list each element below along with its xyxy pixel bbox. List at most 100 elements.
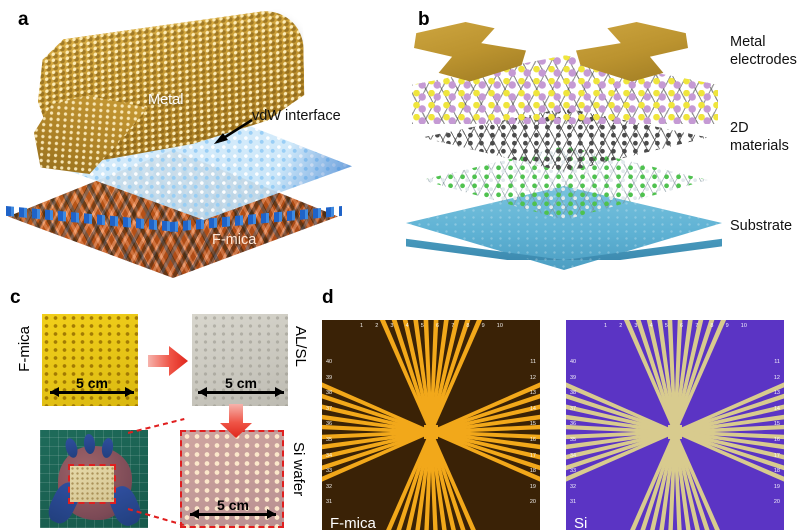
scalebar-si-wafer: 5 cm [190, 497, 276, 522]
pad-number: 13 [529, 390, 536, 397]
2d-materials-label: 2D materials [730, 120, 789, 155]
pad-number: 31 [570, 499, 577, 506]
scalebar-line [190, 509, 276, 519]
pad-number: 5 [664, 323, 668, 329]
pad-number: 39 [326, 374, 333, 381]
process-arrow-right-icon [148, 346, 188, 376]
pad-number: 11 [530, 359, 536, 365]
pad-number: 18 [773, 468, 780, 475]
device-name-si: Si [574, 515, 588, 530]
pad-number: 16 [529, 437, 536, 443]
pad-number: 4 [405, 323, 409, 329]
f-mica-label: F-mica [212, 232, 257, 248]
pad-number: 15 [773, 421, 780, 428]
pad-number: 13 [773, 390, 780, 397]
scalebar-text: 5 cm [225, 375, 257, 391]
metal-electrodes-label-line2: electrodes [730, 51, 797, 68]
pad-number: 3 [390, 323, 394, 329]
electrode-fan-si [566, 320, 784, 530]
vdw-interface-label: vdW interface [252, 108, 341, 124]
panel-b: b Metal electrodes 2D materials Substrat… [400, 0, 800, 282]
pad-number: 34 [570, 452, 577, 459]
pad-number: 31 [326, 499, 333, 506]
pad-number: 32 [326, 483, 333, 490]
photo-si-wafer-inset: 5 cm [180, 430, 284, 528]
pad-number: 8 [710, 323, 714, 329]
pad-number: 32 [570, 483, 577, 490]
2d-materials-label-line2: materials [730, 137, 789, 154]
substrate-label: Substrate [730, 218, 793, 234]
pad-number: 5 [420, 323, 424, 329]
pad-number: 16 [773, 437, 780, 443]
pad-number: 35 [570, 437, 577, 443]
metal-electrodes-label: Metal electrodes [730, 34, 797, 69]
pad-number: 10 [496, 323, 503, 329]
pad-number: 40 [570, 359, 577, 365]
pad-number: 14 [773, 405, 780, 412]
pad-number: 3 [634, 323, 638, 329]
pad-number: 19 [529, 483, 536, 490]
pad-number: 38 [570, 390, 577, 397]
photo-gloved-hand-holding-wafer [40, 430, 148, 528]
metal-electrodes-label-line1: Metal [730, 34, 766, 50]
pad-number: 6 [680, 323, 684, 329]
pad-number: 33 [326, 468, 333, 475]
pad-number: 33 [570, 468, 577, 475]
pad-number: 1 [604, 323, 608, 329]
pad-number: 4 [649, 323, 653, 329]
pad-number: 9 [725, 323, 729, 329]
pad-number: 36 [326, 421, 333, 428]
device-name-f-mica: F-mica [330, 515, 376, 530]
panel-a: a Metal F-mica vdW interface [0, 0, 400, 282]
pad-number: 20 [773, 499, 780, 506]
pad-number: 35 [326, 437, 333, 443]
pad-number: 2 [375, 323, 379, 329]
pad-number: 11 [774, 359, 780, 365]
pad-number: 39 [570, 374, 577, 381]
photo-f-mica-wafer: 5 cm [42, 314, 138, 406]
pad-number: 15 [529, 421, 536, 428]
pad-number: 38 [326, 390, 333, 397]
scalebar-text: 5 cm [217, 497, 249, 513]
photo-al-sl-film: 5 cm [192, 314, 288, 406]
scalebar-text: 5 cm [76, 375, 108, 391]
pad-number: 10 [740, 323, 747, 329]
photo-label-f-mica: F-mica [16, 326, 33, 372]
scalebar-line [50, 387, 134, 397]
panel-c: c 5 cm F-mica 5 cm AL/SL 5 cm Si wafer [0, 282, 312, 530]
process-arrow-down-icon [220, 404, 252, 438]
vdw-interface-arrow-icon [214, 118, 253, 144]
photo-label-si-wafer: Si wafer [290, 442, 307, 497]
pad-number: 6 [436, 323, 440, 329]
pad-number: 20 [529, 499, 536, 506]
pad-number: 8 [466, 323, 470, 329]
pad-number: 7 [695, 323, 699, 329]
2d-materials-label-line1: 2D [730, 120, 749, 136]
pad-number: 37 [570, 405, 577, 412]
electrode-fan-f-mica [322, 320, 540, 530]
scalebar-line [198, 387, 284, 397]
scalebar-f-mica: 5 cm [50, 375, 134, 400]
pad-number: 36 [570, 421, 577, 428]
pad-number: 34 [326, 452, 333, 459]
pad-number: 1 [360, 323, 364, 329]
pad-number: 17 [529, 452, 536, 459]
panel-c-letter: c [10, 287, 21, 308]
wafer-in-hand [68, 464, 116, 504]
pad-number: 40 [326, 359, 333, 365]
metal-label: Metal [148, 92, 184, 108]
pad-number: 37 [326, 405, 333, 412]
inset-guide-line-upper [127, 417, 185, 434]
scalebar-al-sl: 5 cm [198, 375, 284, 400]
panel-a-letter: a [18, 9, 29, 30]
pad-number: 17 [773, 452, 780, 459]
pad-number: 12 [529, 374, 536, 381]
pad-number: 2 [619, 323, 623, 329]
pad-number: 14 [529, 405, 536, 412]
panel-b-letter: b [418, 9, 430, 30]
photo-label-al-sl: AL/SL [292, 326, 309, 367]
pad-number: 19 [773, 483, 780, 490]
